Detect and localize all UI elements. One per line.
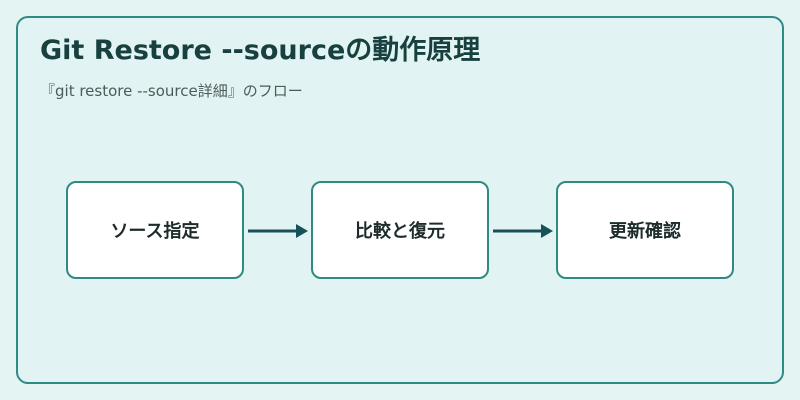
page-title: Git Restore --sourceの動作原理: [40, 35, 481, 66]
page-subtitle: 『git restore --source詳細』のフロー: [40, 82, 303, 100]
right-arrow-icon: [493, 224, 553, 238]
flow-step-compare-restore: 比較と復元: [311, 181, 489, 279]
flow-step-verify-update: 更新確認: [556, 181, 734, 279]
flow-step-source: ソース指定: [66, 181, 244, 279]
flow-step-label: 更新確認: [609, 221, 681, 242]
right-arrow-icon: [248, 224, 308, 238]
flow-step-label: 比較と復元: [355, 221, 445, 242]
flow-step-label: ソース指定: [110, 221, 200, 242]
